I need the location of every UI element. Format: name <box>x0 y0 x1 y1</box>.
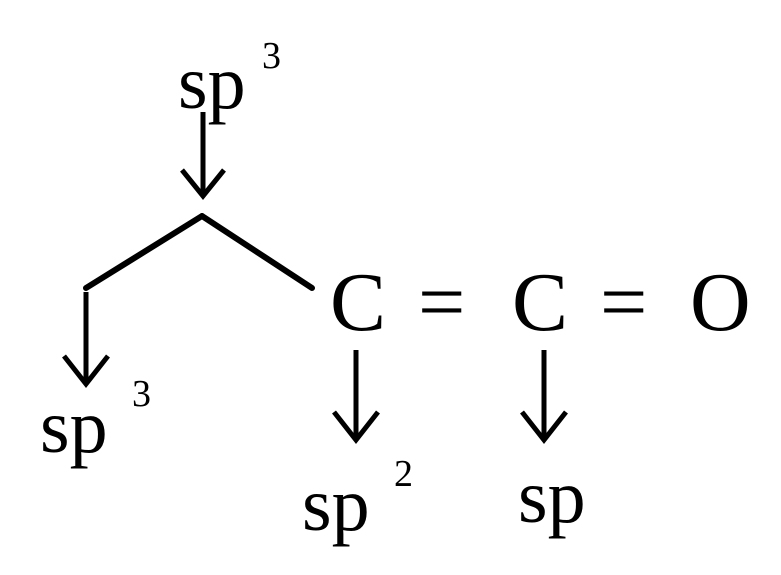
hyb-superscript: 3 <box>132 373 151 415</box>
label-top-methine: sp 3 <box>178 35 281 125</box>
arrow-down-icon <box>180 112 226 200</box>
label-left-methyl: sp 3 <box>40 373 151 469</box>
hyb-base: sp <box>178 41 246 125</box>
hyb-base: sp <box>40 385 108 469</box>
atom-carbon-1: C <box>330 256 386 349</box>
bond-methyl-methine <box>83 213 205 291</box>
double-bond-2: = <box>600 256 647 349</box>
arrow-down-icon <box>332 350 380 445</box>
atom-carbon-2: C <box>512 256 568 349</box>
hyb-base: sp <box>302 463 370 547</box>
hyb-superscript: 3 <box>262 35 281 77</box>
atom-oxygen: O <box>690 256 751 349</box>
hyb-superscript: 2 <box>394 453 413 495</box>
label-carbon-2: sp <box>518 455 586 539</box>
double-bond-1: = <box>418 256 465 349</box>
bond-methine-carbon1 <box>199 213 315 291</box>
arrow-down-icon <box>520 350 568 445</box>
hyb-base: sp <box>518 455 586 539</box>
label-carbon-1: sp 2 <box>302 453 413 547</box>
arrow-down-icon <box>62 292 110 389</box>
